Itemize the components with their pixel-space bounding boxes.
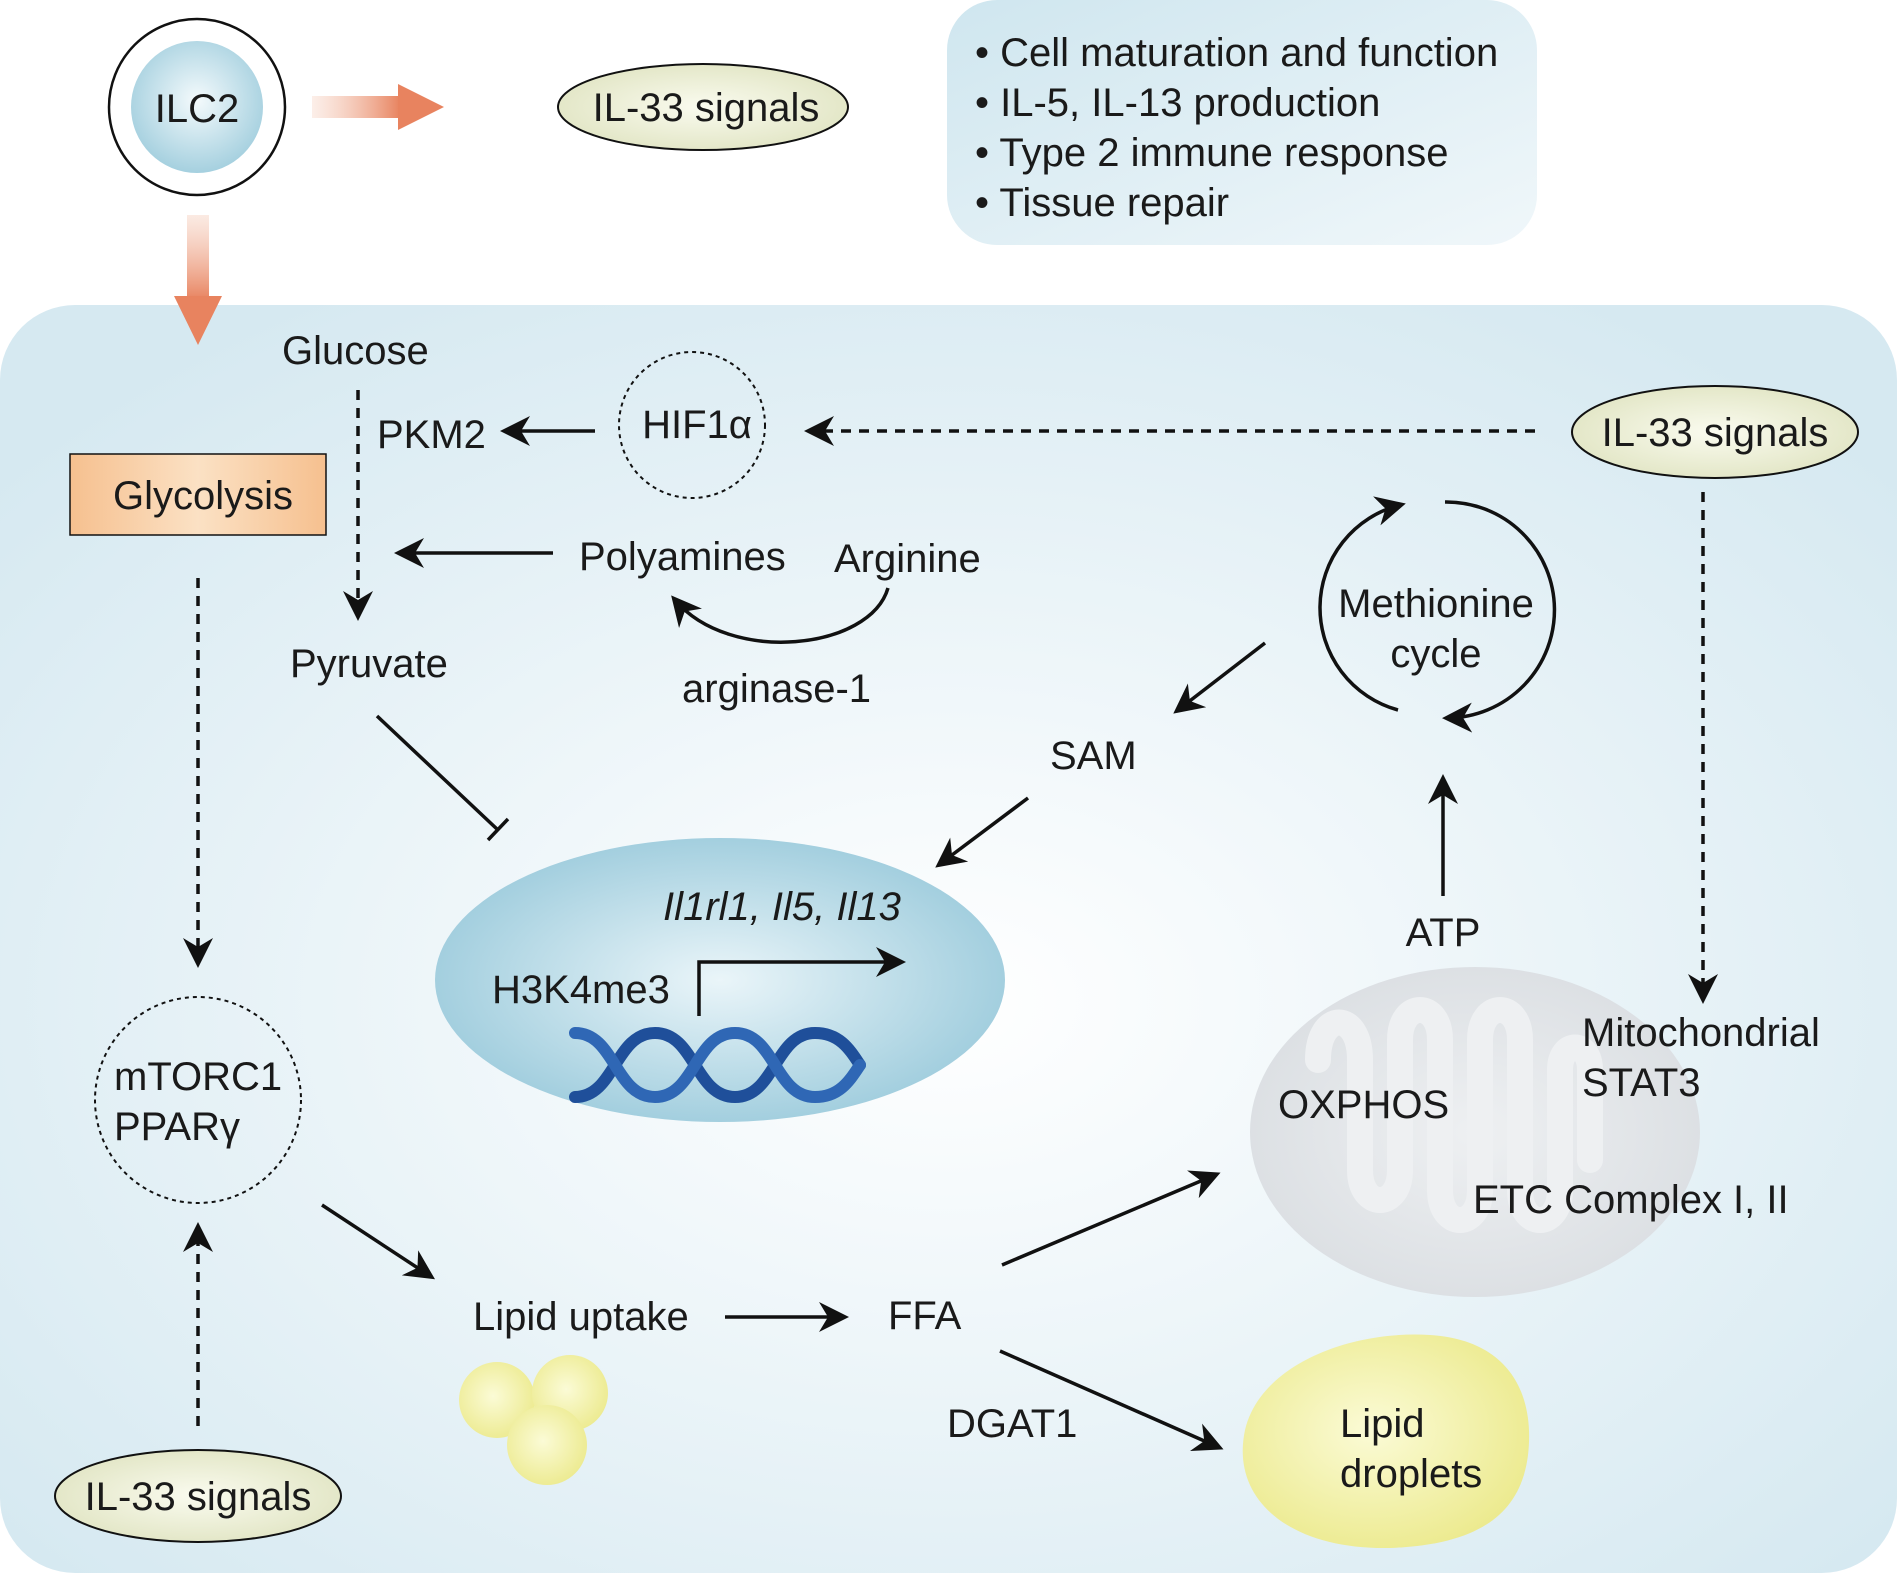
lipid-droplets-label-1: Lipid [1340, 1402, 1425, 1446]
pkm2-label: PKM2 [377, 413, 486, 457]
hif1a-node: HIF1α [618, 351, 766, 499]
sam-label: SAM [1050, 734, 1137, 778]
methionine-label-1: Methionine [1338, 582, 1534, 626]
lipid-droplets: Lipid droplets [1242, 1334, 1530, 1549]
mtorc1-label: mTORC1 [114, 1055, 282, 1099]
oxphos-label: OXPHOS [1278, 1083, 1449, 1127]
orange-arrow-down [174, 215, 222, 345]
orange-arrow-right [312, 84, 444, 130]
dna-helix [569, 1026, 866, 1104]
mtorc1-node: mTORC1 PPARγ [94, 996, 302, 1204]
il33-top: IL-33 signals [557, 63, 849, 151]
methionine-label-2: cycle [1390, 632, 1481, 676]
il33-bottom-label: IL-33 signals [85, 1475, 312, 1519]
mitochondrion: OXPHOS ETC Complex I, II [1250, 967, 1789, 1297]
methionine-to-sam-arrow [1173, 641, 1267, 714]
arginine-label: Arginine [834, 537, 981, 581]
pyruvate-label: Pyruvate [290, 642, 448, 686]
il33-bottom: IL-33 signals [54, 1449, 342, 1543]
ilc2-label: ILC2 [155, 87, 240, 131]
methionine-cycle: Methionine cycle [1318, 496, 1557, 733]
glycolysis-label: Glycolysis [113, 474, 293, 518]
ilc2-cell: ILC2 [107, 17, 287, 197]
etc-label: ETC Complex I, II [1473, 1178, 1789, 1222]
mtorc-to-lipid-uptake-arrow [321, 1203, 436, 1280]
pparg-label: PPARγ [114, 1105, 240, 1149]
effect-item-2: • IL-5, IL-13 production [975, 81, 1380, 125]
arginine-to-polyamines-arrow [671, 587, 890, 644]
dgat1-label: DGAT1 [947, 1402, 1077, 1446]
atp-label: ATP [1406, 911, 1481, 955]
effect-item-1: • Cell maturation and function [975, 31, 1498, 75]
il33-top-label: IL-33 signals [593, 86, 820, 130]
mito-stat3-label-2: STAT3 [1582, 1061, 1701, 1105]
effect-item-4: • Tissue repair [975, 181, 1229, 225]
polyamines-label: Polyamines [579, 535, 786, 579]
lipid-uptake-label: Lipid uptake [473, 1295, 689, 1339]
effects-box: • Cell maturation and function • IL-5, I… [947, 0, 1537, 245]
lipid-droplets-label-2: droplets [1340, 1452, 1482, 1496]
il33-right: IL-33 signals [1571, 385, 1859, 479]
genes-label: Il1rl1, Il5, Il13 [663, 885, 901, 929]
arginase-label: arginase-1 [682, 667, 871, 711]
h3k4me3-label: H3K4me3 [492, 968, 670, 1012]
pyruvate-inhibition [375, 714, 510, 842]
lipid-vesicles [459, 1355, 608, 1485]
il33-right-label: IL-33 signals [1602, 411, 1829, 455]
sam-to-nucleus-arrow [935, 796, 1030, 868]
ffa-to-oxphos-arrow [1001, 1170, 1221, 1267]
effect-item-3: • Type 2 immune response [975, 131, 1449, 175]
glycolysis-box: Glycolysis [69, 453, 327, 536]
ffa-to-droplets-arrow [999, 1349, 1224, 1452]
mito-stat3-label-1: Mitochondrial [1582, 1011, 1820, 1055]
nucleus: Il1rl1, Il5, Il13 H3K4me3 [435, 838, 1005, 1122]
glucose-label: Glucose [282, 329, 429, 373]
hif1a-label: HIF1α [642, 403, 752, 447]
transcription-arrow [697, 947, 906, 1016]
ffa-label: FFA [888, 1294, 962, 1338]
